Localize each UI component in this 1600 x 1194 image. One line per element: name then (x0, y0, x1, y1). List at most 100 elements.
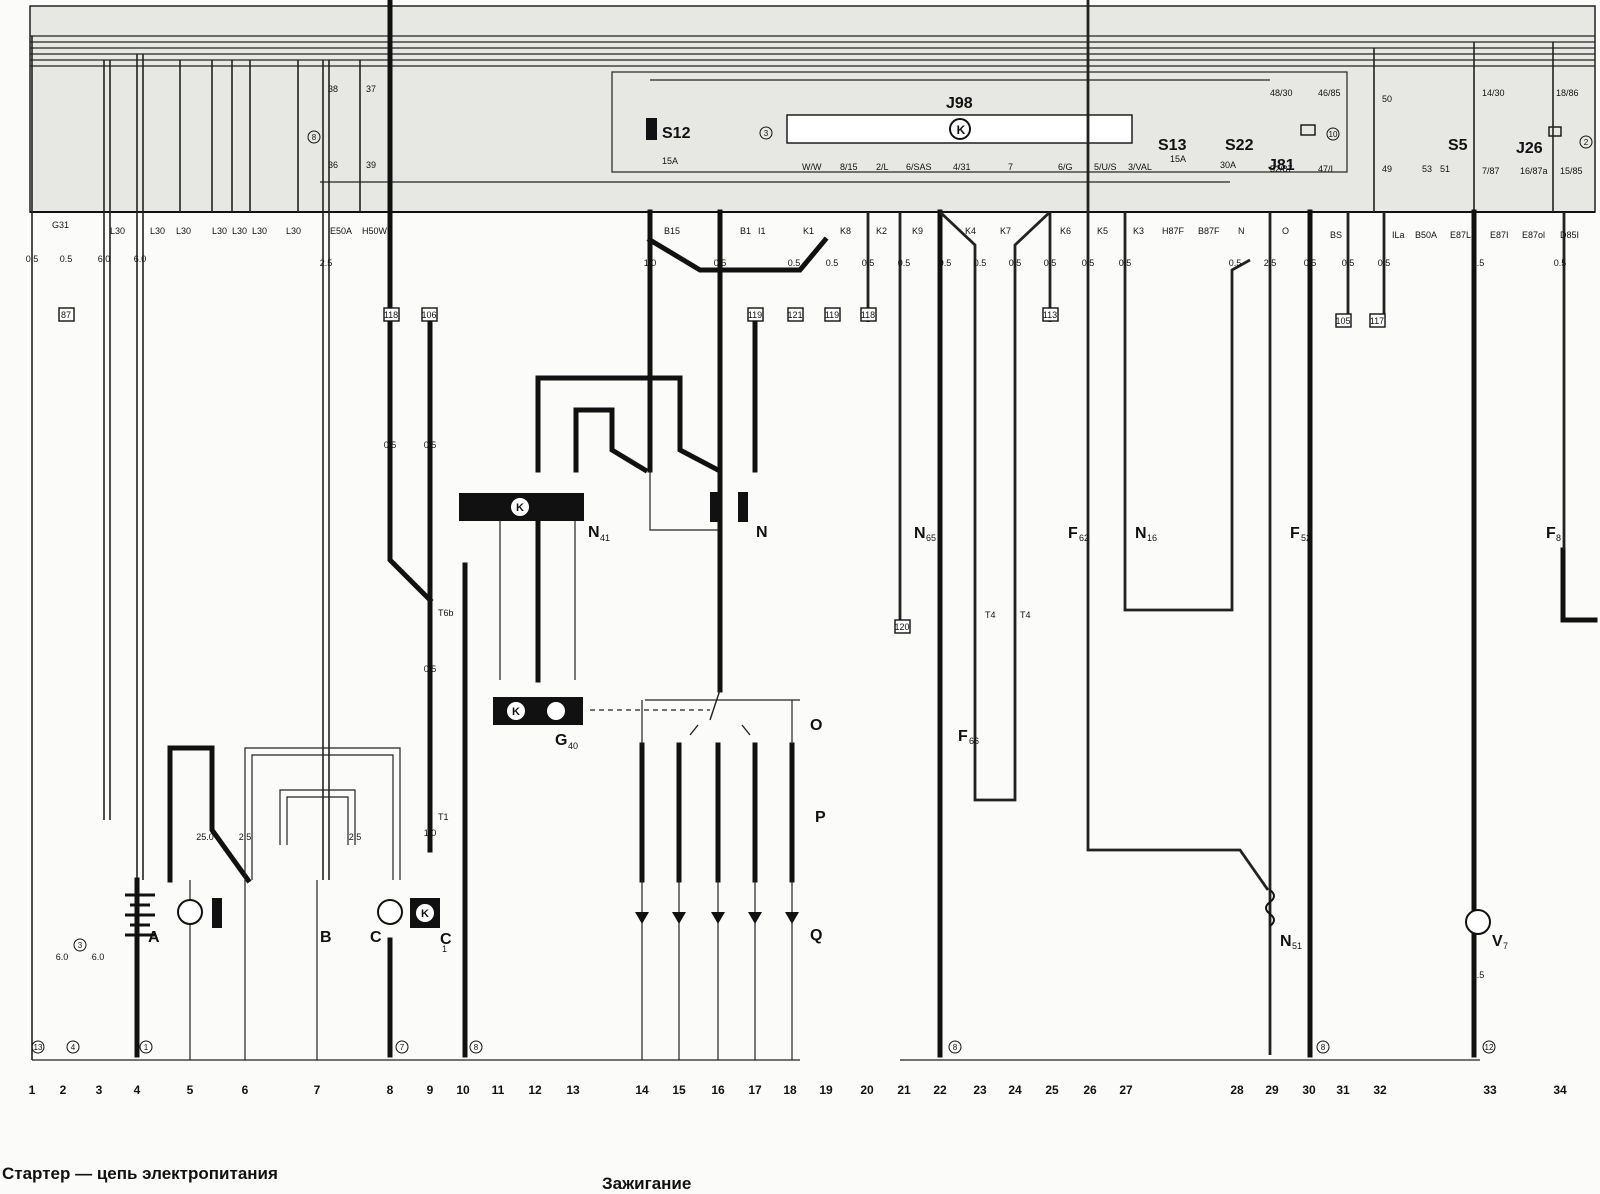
circled-marker: 3 (78, 941, 83, 950)
bus-label-k1: K1 (803, 226, 814, 236)
pin-label: 15/85 (1560, 166, 1583, 176)
circled-marker: 2 (1584, 138, 1589, 147)
column-number: 10 (456, 1083, 470, 1097)
wire-size: 0.5 (788, 258, 801, 268)
bus-label-l30e: L30 (232, 226, 247, 236)
column-number: 9 (427, 1083, 434, 1097)
pin-label: 52/87 (1270, 164, 1293, 174)
pin-label: 51 (1440, 164, 1450, 174)
pin-label: 18/86 (1556, 88, 1579, 98)
bus-label-k6: K6 (1060, 226, 1071, 236)
bus-label-l30a: L30 (110, 226, 125, 236)
connector-boxes (58, 307, 1386, 634)
bus-label-k2: K2 (876, 226, 887, 236)
bus-label-n: N (1238, 226, 1245, 236)
bus-label-b15: B15 (664, 226, 680, 236)
column-number: 22 (933, 1083, 947, 1097)
hall-sender-g40 (493, 697, 583, 725)
caption-ignition: Зажигание (602, 1174, 692, 1193)
battery-a (125, 893, 155, 937)
column-number: 1 (29, 1083, 36, 1097)
column-number: 19 (819, 1083, 833, 1097)
circled-marker: 1 (144, 1043, 149, 1052)
f62-label: F (1068, 525, 1078, 542)
medium-wires (866, 0, 1566, 1055)
wire-size: 6.0 (56, 952, 69, 962)
alternator-icon (377, 899, 403, 925)
pin-label: 39 (366, 160, 376, 170)
pin-label: 38 (328, 84, 338, 94)
column-number: 13 (566, 1083, 580, 1097)
column-number: 27 (1119, 1083, 1133, 1097)
bus-label-b87f: B87F (1198, 226, 1220, 236)
circled-marker: 8 (474, 1043, 479, 1052)
circled-marker: 8 (312, 133, 317, 142)
connector-87: 87 (61, 310, 71, 320)
pin-label: 4/31 (953, 162, 971, 172)
g40-subscript: 40 (568, 741, 578, 751)
wire-size: 0.5 (26, 254, 39, 264)
pin-label: 37 (366, 84, 376, 94)
pin-label: 47/I (1318, 164, 1333, 174)
bus-label-e50a: E50A (330, 226, 352, 236)
connector-t1: T1 (438, 812, 449, 822)
svg-text:K: K (957, 123, 966, 137)
column-number: 2 (60, 1083, 67, 1097)
wire-size: 0.5 (1554, 258, 1567, 268)
connector-119a: 119 (748, 310, 762, 320)
alternator-label: C (370, 929, 382, 946)
bus-label-l30f: L30 (252, 226, 267, 236)
wire-size: 0.5 (1082, 258, 1095, 268)
fuse-label-s13: S13 (1158, 137, 1187, 154)
bus-label-k5: K5 (1097, 226, 1108, 236)
column-number: 33 (1483, 1083, 1497, 1097)
column-number: 26 (1083, 1083, 1097, 1097)
pin-label: 5/U/S (1094, 162, 1117, 172)
pin-label: 3/VAL (1128, 162, 1152, 172)
spark-plugs (635, 912, 799, 924)
connector-117: 117 (1370, 316, 1384, 326)
fuse-label-s22: S22 (1225, 137, 1254, 154)
bus-label-e87ol: E87ol (1522, 230, 1545, 240)
wire-size: 0.5 (424, 440, 437, 450)
column-number: 6 (242, 1083, 249, 1097)
wire-size: 0.5 (1229, 258, 1242, 268)
wire-size: 0.5 (60, 254, 73, 264)
wire-size: 0.5 (826, 258, 839, 268)
bus-label-b50a: B50A (1415, 230, 1437, 240)
wire-size: 6.0 (92, 952, 105, 962)
wire-size: 2.5 (239, 832, 252, 842)
bus-label-e87la: E87La (1450, 230, 1476, 240)
circled-marker: 3 (764, 129, 769, 138)
wire-size: 0.5 (1378, 258, 1391, 268)
bus-label-bs: BS (1330, 230, 1342, 240)
column-number: 16 (711, 1083, 725, 1097)
fuse-s12 (646, 118, 657, 140)
starter-motor-icon (177, 899, 203, 925)
column-number: 24 (1008, 1083, 1022, 1097)
ignition-coil-label: N (756, 524, 768, 541)
n51-subscript: 51 (1292, 941, 1302, 951)
regulator-subscript: 1 (442, 944, 447, 954)
n41-label: N (588, 524, 600, 541)
wire-size: 0.5 (862, 258, 875, 268)
relay-label-j81: J81 (1268, 157, 1295, 174)
connector-113: 113 (1043, 310, 1057, 320)
wire-size: 25.0 (196, 832, 214, 842)
bus-label-k7: K7 (1000, 226, 1011, 236)
pin-label: 6/G (1058, 162, 1073, 172)
column-number: 15 (672, 1083, 686, 1097)
n16-subscript: 16 (1147, 533, 1157, 543)
connector-t4b: T4 (1020, 610, 1031, 620)
bus-label-l30c: L30 (176, 226, 191, 236)
pin-label: 2/L (876, 162, 889, 172)
column-number: 3 (96, 1083, 103, 1097)
circled-marker: 7 (400, 1043, 405, 1052)
fuse-rating-s13: 15A (1170, 154, 1186, 164)
svg-text:K: K (421, 908, 429, 920)
svg-text:K: K (516, 502, 524, 514)
connector-118a: 118 (384, 310, 398, 320)
pin-label: 50 (1382, 94, 1392, 104)
pin-label: 7 (1008, 162, 1013, 172)
f52-label: F (1290, 525, 1300, 542)
